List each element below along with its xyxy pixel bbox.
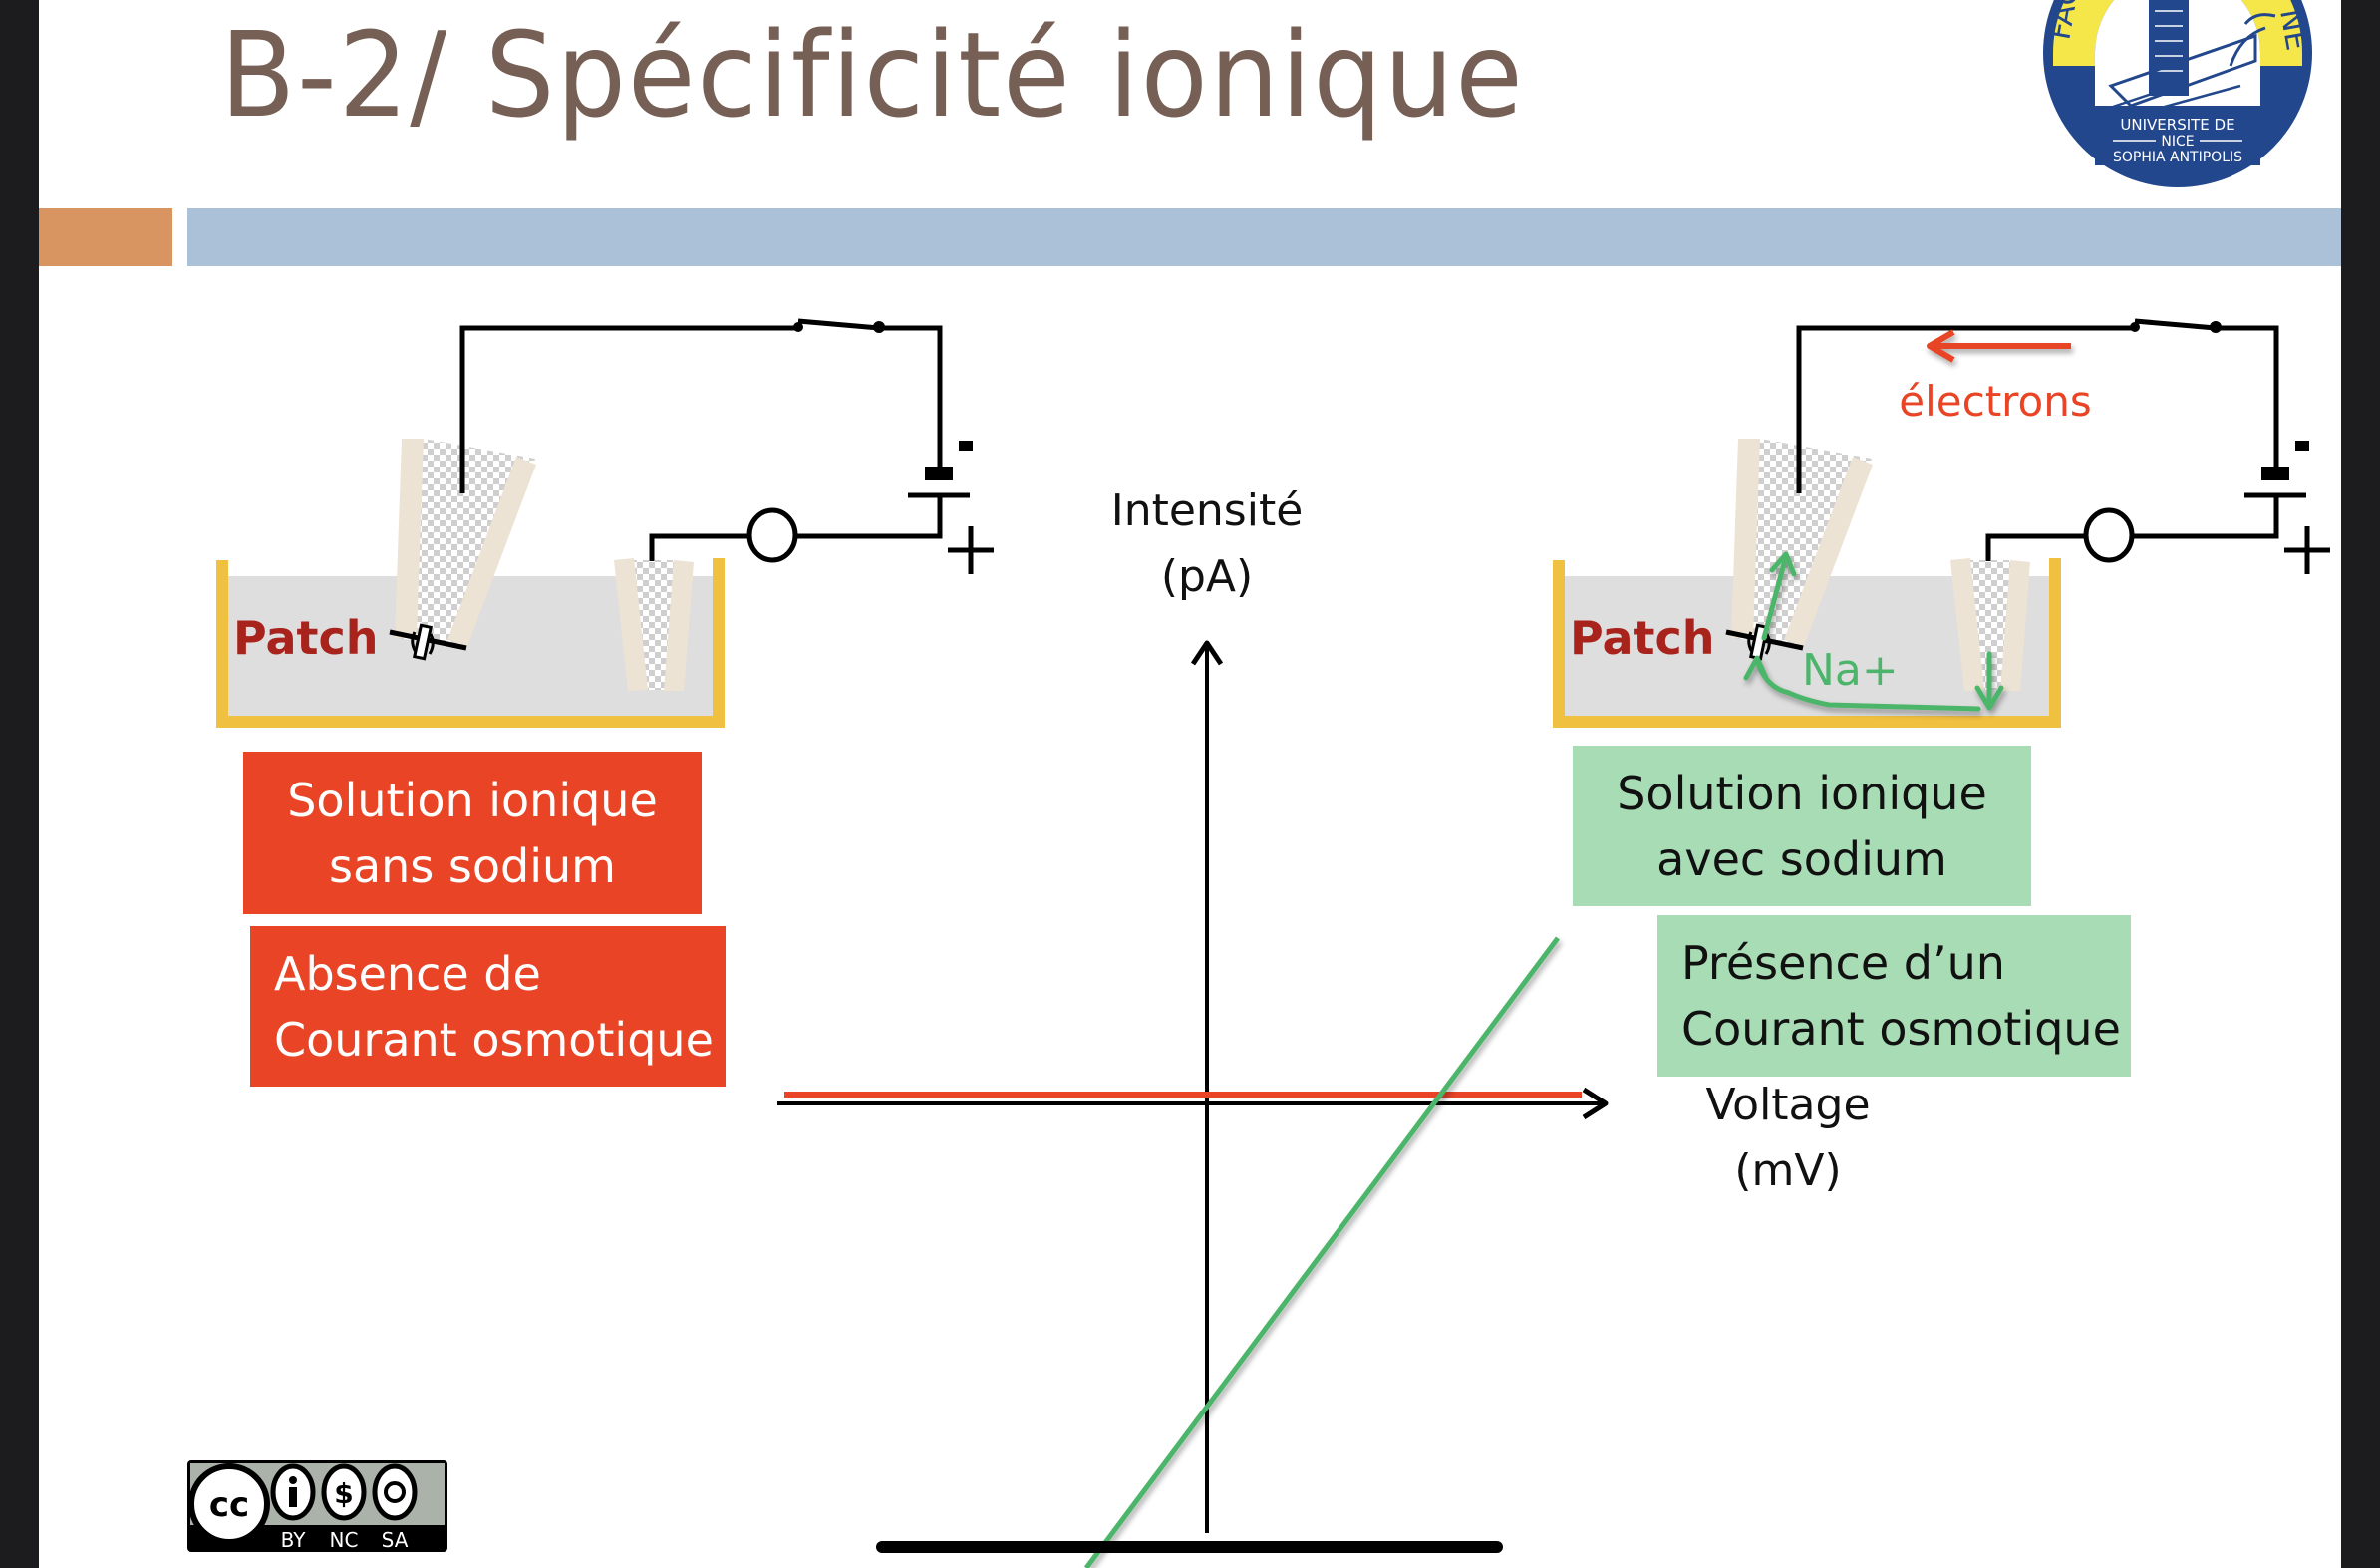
- logo-text-2: NICE: [2161, 134, 2194, 150]
- right-ammeter-icon: [2083, 507, 2135, 563]
- home-indicator[interactable]: [876, 1541, 1503, 1553]
- right-battery-negative-plate: [2261, 467, 2289, 480]
- left-patch-setup: Patch: [216, 318, 994, 728]
- logo-text-3: SOPHIA ANTIPOLIS: [2113, 150, 2242, 165]
- diagram-canvas: Patch: [187, 318, 2330, 1568]
- right-solution-line-2: avec sodium: [1656, 831, 1947, 886]
- y-axis-label: Intensité (pA): [1087, 478, 1327, 610]
- cc-sa-icon: [372, 1463, 418, 1521]
- iv-graph: [777, 640, 1609, 1568]
- university-logo: UNIVERSITE DE NICE SOPHIA ANTIPOLIS FAC …: [2042, 0, 2314, 187]
- electrons-label: électrons: [1899, 377, 2091, 426]
- sodium-ion-label: Na+: [1802, 645, 1899, 696]
- y-axis-label-line-2: (pA): [1160, 551, 1254, 602]
- slide: B-2/ Spécificité ionique UNIVERSITE DE N…: [39, 0, 2341, 1568]
- right-reference-pipette-fill: [1970, 560, 2010, 690]
- x-axis-label: Voltage (mV): [1668, 1073, 1908, 1204]
- left-patch-pipette-fill: [396, 439, 535, 646]
- right-result-box: Présence d’un Courant osmotique: [1657, 915, 2131, 1077]
- left-solution-box: Solution ionique sans sodium: [243, 752, 702, 914]
- right-patch-label: Patch: [1570, 611, 1715, 665]
- cc-term-sa: SA: [382, 1528, 409, 1552]
- right-wire-reference: [1985, 533, 2086, 561]
- right-solution-box: Solution ionique avec sodium: [1573, 746, 2031, 906]
- right-patch-pipette-fill: [1732, 439, 1872, 646]
- left-patch-pipette-wall: [447, 457, 536, 646]
- left-reference-pipette-wall: [664, 560, 694, 691]
- right-solution-line-1: Solution ionique: [1617, 766, 1987, 820]
- logo-text-1: UNIVERSITE DE: [2120, 116, 2234, 134]
- cc-term-nc: NC: [330, 1528, 359, 1552]
- cc-badge-text: cc: [209, 1485, 249, 1525]
- left-ammeter-icon: [746, 507, 798, 563]
- left-result-line-2: Courant osmotique: [274, 1012, 714, 1067]
- left-bath-tank: [216, 558, 725, 728]
- left-battery-minus-icon: [959, 441, 973, 451]
- header-bar-blue: [187, 208, 2341, 266]
- left-ion-channel-icon: [411, 623, 435, 661]
- logo-palm-icon: [2229, 13, 2276, 67]
- left-reference-pipette-fill: [634, 560, 674, 690]
- left-result-box: Absence de Courant osmotique: [250, 926, 726, 1087]
- y-axis-label-line-1: Intensité: [1110, 485, 1304, 536]
- right-wire-top: [1796, 325, 2135, 493]
- left-patch-label: Patch: [233, 611, 379, 665]
- x-axis-arrow-icon: [1582, 1087, 1609, 1120]
- right-battery-minus-icon: [2295, 441, 2309, 451]
- x-axis-label-line-1: Voltage: [1705, 1080, 1871, 1130]
- left-wire-right: [879, 325, 943, 469]
- cc-term-by: BY: [281, 1528, 307, 1552]
- slide-title: B-2/ Spécificité ionique: [220, 6, 1525, 144]
- cc-nc-icon: [321, 1463, 367, 1521]
- electron-flow-arrow-icon: [1927, 329, 2071, 363]
- left-switch-contact: [793, 322, 803, 332]
- x-axis-label-line-2: (mV): [1734, 1145, 1842, 1196]
- left-result-line-1: Absence de: [274, 946, 541, 1001]
- left-wire-reference: [649, 533, 749, 561]
- logo-building-wing: [2108, 33, 2257, 108]
- left-battery-plus-icon: [948, 526, 994, 574]
- header-bar-orange: [39, 208, 172, 266]
- left-switch: [797, 318, 880, 331]
- left-reference-pipette-wall: [614, 558, 648, 691]
- svg-text:$: $: [334, 1477, 353, 1510]
- logo-building-tower: [2149, 0, 2189, 96]
- left-wire-bottom: [795, 495, 943, 539]
- right-patch-setup: Patch électrons Na+: [1553, 318, 2330, 728]
- sodium-flow-arrows-icon: [1743, 551, 2004, 712]
- right-bath-tank: [1553, 558, 2061, 728]
- logo-ring-text-right: NE: [2272, 6, 2314, 53]
- right-switch: [2134, 318, 2217, 331]
- left-wire-top: [459, 325, 798, 493]
- right-result-line-1: Présence d’un: [1681, 936, 2005, 990]
- right-battery-plus-icon: [2284, 526, 2330, 574]
- cc-icon: [188, 1463, 270, 1545]
- left-solution-line-2: sans sodium: [329, 838, 616, 893]
- curve-avec-sodium: [1083, 936, 1561, 1568]
- right-reference-pipette-wall: [1950, 558, 1984, 691]
- right-result-line-2: Courant osmotique: [1681, 1002, 2121, 1056]
- cc-license-badge: cc $ BY NC SA: [187, 1460, 447, 1552]
- left-solution-line-1: Solution ionique: [287, 773, 658, 827]
- left-battery-negative-plate: [925, 467, 953, 480]
- right-patch-pipette-wall: [1784, 457, 1873, 646]
- right-reference-pipette-wall: [2000, 560, 2030, 691]
- y-axis-arrow-icon: [1190, 640, 1224, 666]
- right-patch-pipette-wall: [1731, 439, 1760, 638]
- right-wire-right: [2216, 325, 2279, 469]
- left-patch-pipette-wall: [395, 439, 424, 638]
- right-switch-contact: [2130, 322, 2140, 332]
- logo-yellow-band: [2053, 0, 2302, 66]
- right-wire-bottom: [2132, 495, 2279, 539]
